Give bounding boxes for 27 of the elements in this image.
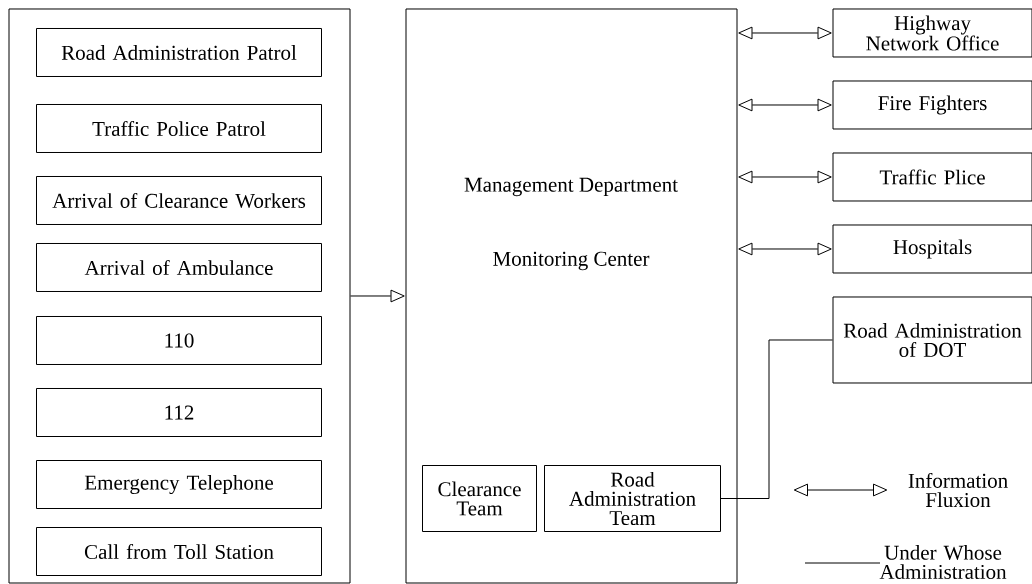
process-box: Road Administration Team: [544, 465, 721, 532]
process-box: 110: [36, 316, 322, 365]
process-box: Arrival of Ambulance: [36, 243, 322, 292]
panel-box: [8, 8, 351, 584]
legend-text: Information Fluxion: [908, 472, 1008, 508]
process-box: Clearance Team: [422, 465, 537, 532]
connector-line: [720, 339, 833, 499]
arrow: [350, 289, 405, 303]
arrow: [738, 98, 832, 112]
box-heading: Monitoring Center: [493, 251, 650, 271]
process-box: Road Administration of DOT: [832, 296, 1032, 384]
process-box: Road Administration Patrol: [36, 28, 322, 77]
process-box: Fire Fighters: [832, 80, 1032, 130]
arrow: [738, 242, 832, 256]
process-box: 112: [36, 388, 322, 437]
process-box: Traffic Plice: [832, 152, 1032, 202]
legend-text: Under Whose Administration: [879, 545, 1007, 579]
arrow: [738, 26, 832, 40]
box-heading: Management Department: [464, 177, 678, 197]
arrow: [738, 170, 832, 184]
process-box: Emergency Telephone: [36, 460, 322, 509]
process-box: Traffic Police Patrol: [36, 104, 322, 153]
center-box: [405, 8, 738, 584]
process-box: Highway Network Office: [832, 8, 1032, 58]
process-box: Call from Toll Station: [36, 527, 322, 576]
process-box: Arrival of Clearance Workers: [36, 176, 322, 225]
process-box: Hospitals: [832, 224, 1032, 274]
